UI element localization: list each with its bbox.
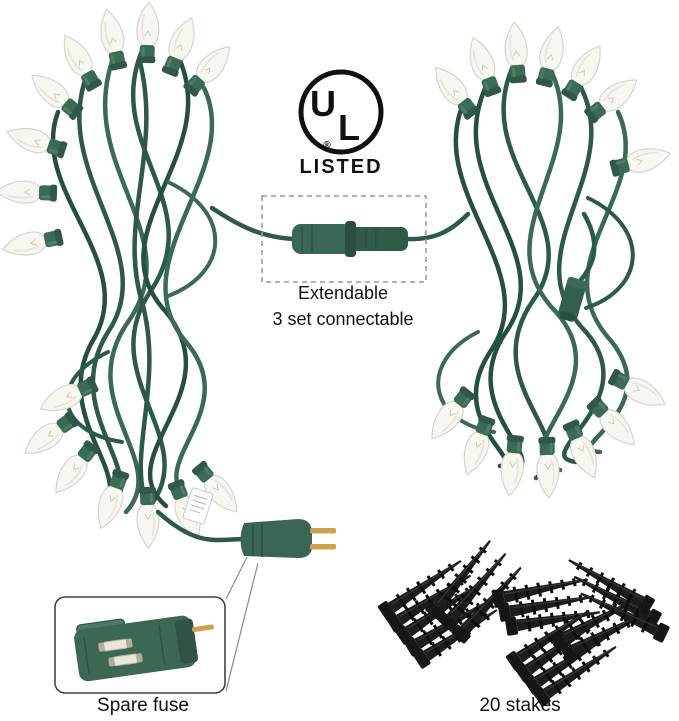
fuse-plug-prong: [191, 624, 214, 633]
end-socket-connector: [558, 276, 587, 322]
connector-highlight-box: [261, 195, 427, 283]
ul-letter-l: L: [338, 107, 360, 148]
extendable-caption-line2: 3 set connectable: [272, 309, 413, 329]
fuse-plug-detail: [74, 615, 214, 682]
plug-prong-top: [310, 528, 336, 534]
stakes-caption: 20 stakes: [479, 695, 560, 716]
power-plug: [240, 519, 336, 558]
plug-prong-bottom: [310, 544, 336, 550]
ul-circle: [298, 69, 384, 155]
ul-registered-mark: ®: [323, 140, 331, 151]
callout-leader-lines: [225, 556, 259, 692]
spare-fuse-caption: Spare fuse: [97, 695, 189, 716]
connector-section: Extendable 3 set connectable: [209, 195, 471, 329]
hang-tag: [182, 487, 214, 525]
spare-fuse-2: [108, 653, 143, 667]
spare-fuse-section: Spare fuse: [54, 556, 259, 716]
inline-connector: [292, 221, 408, 257]
ul-letter-u: U: [310, 83, 336, 124]
ul-listed-logo: U L ® LISTED: [298, 69, 384, 178]
spare-fuse-1: [98, 638, 133, 652]
left-bundle-wires: [50, 39, 218, 515]
right-light-bundle: [422, 20, 674, 500]
extendable-caption-line1: Extendable: [298, 283, 388, 303]
power-plug-section: [155, 487, 336, 558]
ground-stake-pile: 20 stakes: [375, 533, 672, 716]
ul-listed-text: LISTED: [299, 156, 382, 178]
left-light-bundle: [0, 0, 246, 549]
